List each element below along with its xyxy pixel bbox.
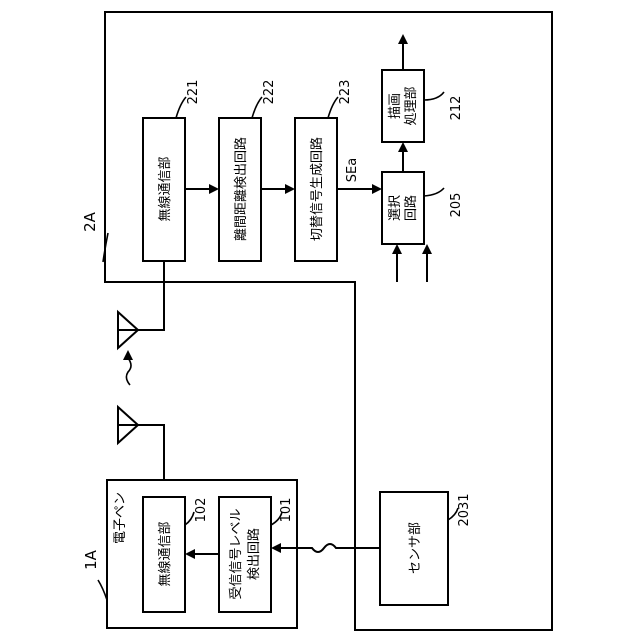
select-block-205-line2: 回路	[403, 195, 419, 221]
render-output-arrowhead	[398, 34, 408, 44]
ref-2031-label: 2031	[457, 493, 472, 526]
ref-221-leader	[176, 97, 186, 118]
switch-signal-block-223-text: 切替信号生成回路	[309, 137, 325, 241]
signal-sea-label: SEa	[345, 158, 360, 182]
pen-level-detect-block-101-line1: 受信信号レベル	[229, 508, 244, 599]
render-block-212-line1: 描画	[388, 93, 403, 119]
pen-1a-title: 電子ペン	[113, 492, 128, 544]
wireless-signal-icon	[126, 358, 131, 385]
ref-102-label: 102	[194, 498, 209, 523]
ref-205-label: 205	[449, 193, 464, 218]
arrowhead-221-222	[209, 184, 219, 194]
ref-205-leader	[424, 188, 444, 196]
select-input-1-arrowhead	[392, 244, 402, 254]
ref-222-leader	[252, 97, 262, 118]
ref-223-leader	[328, 97, 338, 118]
pen-wireless-block-102-text: 無線通信部	[157, 521, 173, 586]
pen-1a-label: 1A	[82, 549, 100, 570]
ref-221-label: 221	[186, 80, 201, 105]
distance-detect-block-222-text: 離間距離検出回路	[233, 137, 249, 241]
device-2a-label: 2A	[81, 211, 99, 232]
arrowhead-223-205	[372, 184, 382, 194]
render-block-212-line2: 処理部	[404, 86, 419, 125]
wireless-signal-arrowhead	[123, 350, 133, 360]
ref-212-label: 212	[449, 96, 464, 121]
pen-1a-leader	[98, 580, 107, 600]
arrowhead-205-212	[398, 142, 408, 152]
select-input-2-arrowhead	[422, 244, 432, 254]
ref-222-label: 222	[262, 80, 277, 105]
arrowhead-222-223	[285, 184, 295, 194]
sensor-block-2031-text: センサ部	[408, 522, 423, 574]
antenna-2a-feed	[145, 261, 164, 330]
ref-223-label: 223	[338, 80, 353, 105]
wireless-block-221-text: 無線通信部	[157, 156, 173, 221]
select-block-205-line1: 選択	[388, 195, 403, 221]
pen-level-detect-block-101	[219, 497, 271, 612]
ref-101-label: 101	[279, 498, 294, 523]
ref-212-leader	[424, 92, 444, 100]
pen-level-detect-block-101-line2: 検出回路	[246, 528, 262, 580]
